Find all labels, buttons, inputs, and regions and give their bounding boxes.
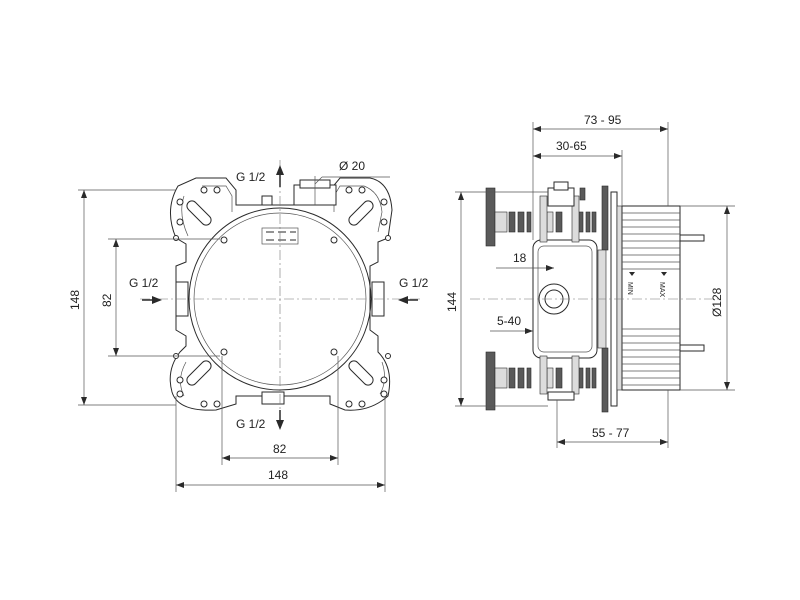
svg-text:18: 18 bbox=[513, 251, 527, 265]
side-view: MIN MAX 73 - 95 30-65 bbox=[445, 113, 735, 448]
front-view: G 1/2 G 1/2 G 1/2 G 1/2 Ø 20 148 82 bbox=[68, 159, 429, 492]
dim-depth-range: 73 - 95 bbox=[532, 113, 669, 240]
svg-text:73 - 95: 73 - 95 bbox=[584, 113, 622, 127]
rod-bottom bbox=[679, 344, 705, 352]
dim-height-inner: 82 bbox=[100, 238, 220, 357]
dim-cover-diameter: Ø128 bbox=[680, 205, 735, 391]
flange-top bbox=[485, 187, 496, 247]
rod-top bbox=[679, 234, 705, 242]
arrow-left-icon bbox=[398, 296, 418, 304]
svg-text:30-65: 30-65 bbox=[556, 139, 587, 153]
flange-bottom bbox=[485, 351, 496, 411]
dim-width-inner: 82 bbox=[221, 356, 339, 465]
dim-height-overall-side: 144 bbox=[445, 191, 548, 407]
label-right-inlet: G 1/2 bbox=[399, 276, 429, 290]
label-spindle-diameter: Ø 20 bbox=[339, 159, 365, 173]
mounting-slot bbox=[186, 200, 212, 226]
dim-wall-offset: 18 bbox=[496, 251, 554, 271]
mounting-holes bbox=[173, 186, 391, 408]
svg-text:Ø128: Ø128 bbox=[710, 287, 724, 317]
bottom-outlet-stub bbox=[261, 391, 285, 405]
svg-text:55 - 77: 55 - 77 bbox=[592, 426, 630, 440]
svg-text:148: 148 bbox=[68, 290, 82, 310]
label-bottom-outlet: G 1/2 bbox=[236, 417, 266, 431]
dim-plaster-range: 5-40 bbox=[490, 314, 533, 334]
label-left-inlet: G 1/2 bbox=[129, 276, 159, 290]
svg-text:148: 148 bbox=[268, 468, 288, 482]
mounting-slot bbox=[186, 360, 212, 386]
marking-max: MAX bbox=[658, 282, 665, 298]
svg-text:5-40: 5-40 bbox=[497, 314, 521, 328]
label-top-outlet: G 1/2 bbox=[236, 170, 266, 184]
dim-height-overall: 148 bbox=[68, 189, 176, 406]
rib-group-top bbox=[508, 211, 597, 233]
arrow-right-icon bbox=[142, 296, 162, 304]
arrow-up-icon bbox=[276, 165, 284, 187]
cover-plate bbox=[621, 205, 681, 391]
svg-text:82: 82 bbox=[100, 293, 114, 307]
dim-body-depth-range: 55 - 77 bbox=[556, 390, 669, 448]
rib-group-bottom bbox=[508, 367, 597, 389]
mounting-slot bbox=[348, 200, 374, 226]
marking-min: MIN bbox=[626, 282, 633, 295]
dim-width-overall: 148 bbox=[175, 396, 386, 492]
svg-text:144: 144 bbox=[445, 292, 459, 312]
cover-ribs bbox=[622, 212, 680, 386]
svg-text:82: 82 bbox=[273, 442, 287, 456]
arrow-down-icon bbox=[276, 410, 284, 430]
mounting-slot bbox=[348, 360, 374, 386]
dim-inner-depth-range: 30-65 bbox=[533, 139, 623, 206]
